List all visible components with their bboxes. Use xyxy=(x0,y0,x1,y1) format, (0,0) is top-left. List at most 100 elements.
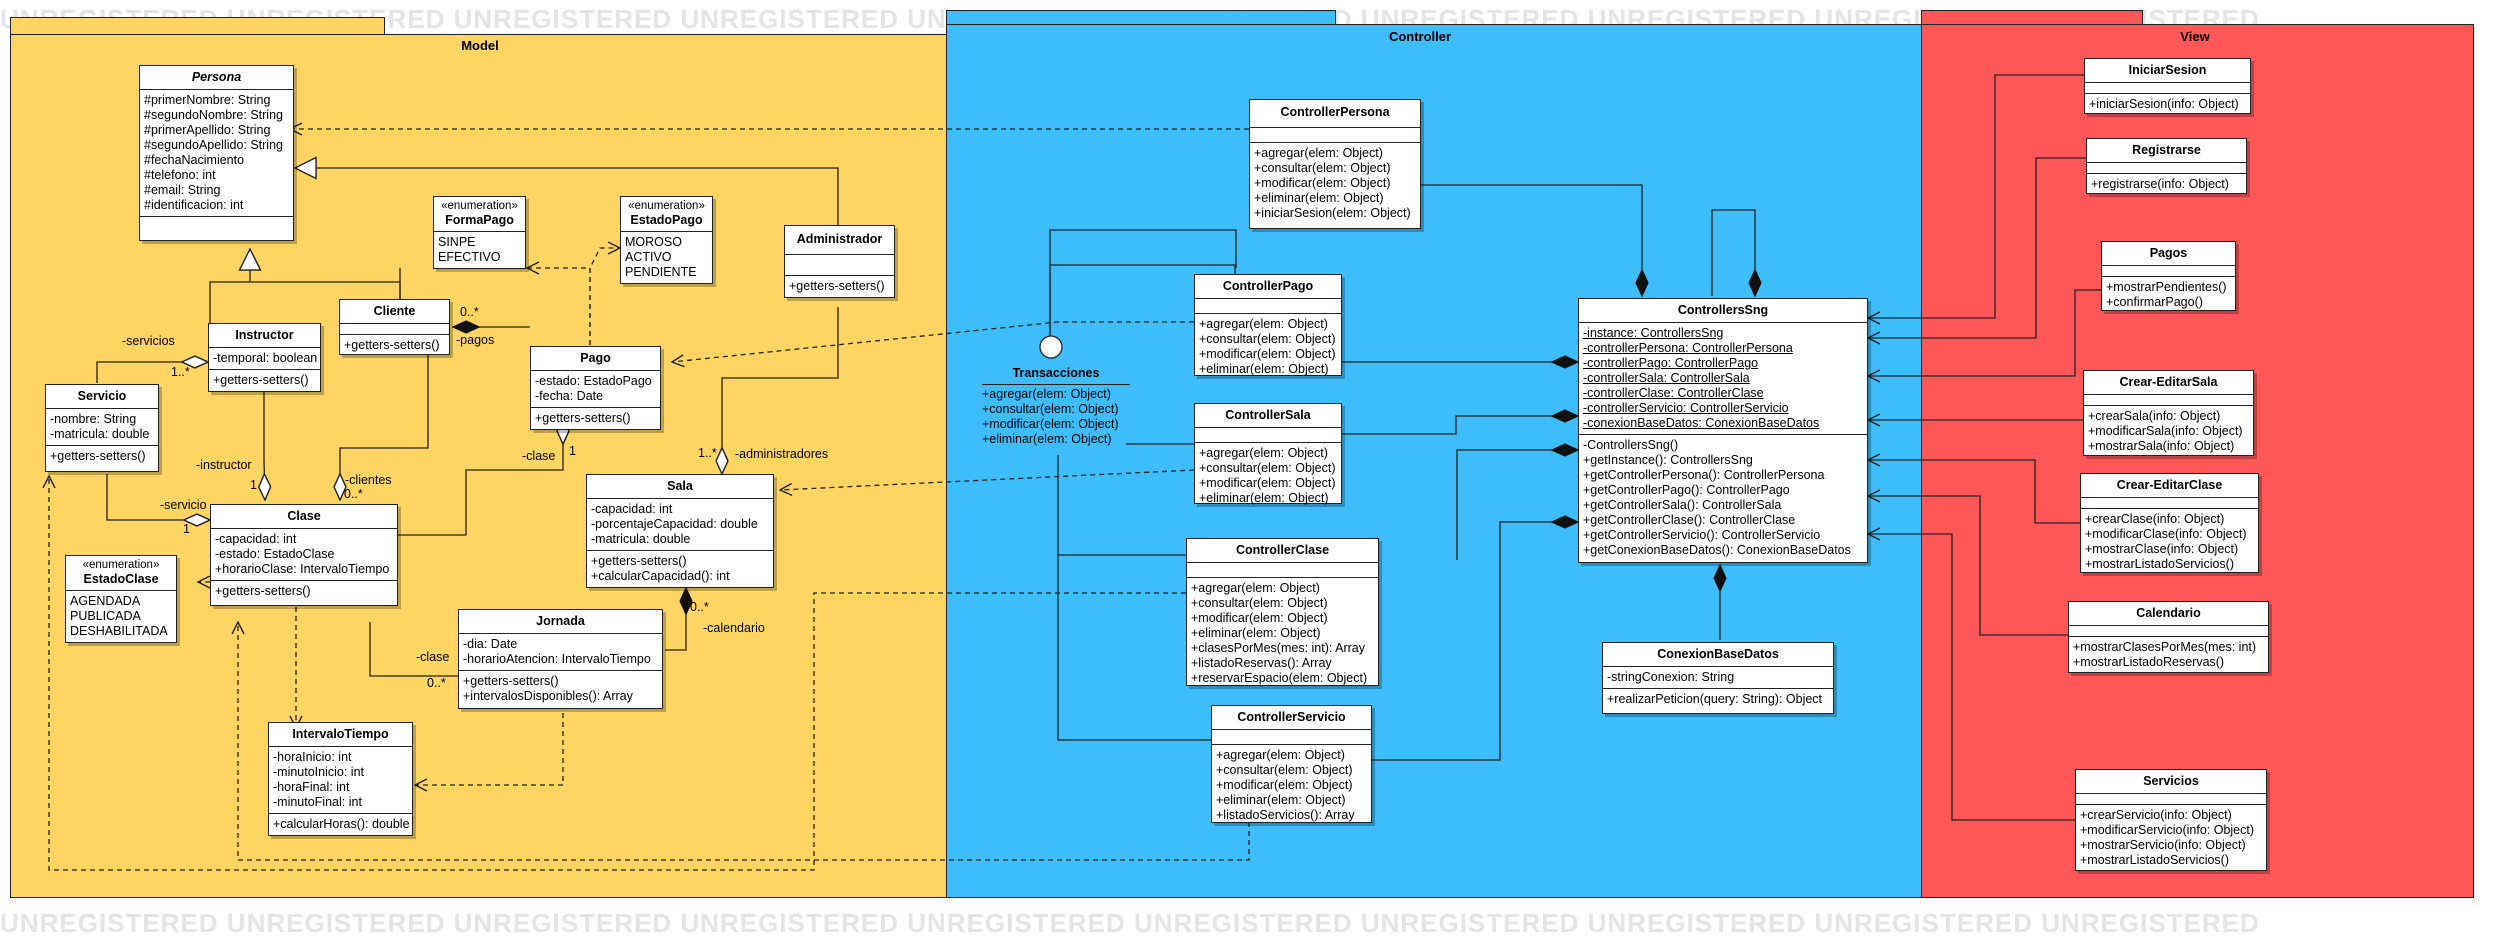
controllersala-sala-dependency xyxy=(780,469,1195,490)
servicios-class-name: Servicios xyxy=(2076,770,2266,794)
operation: +mostrarPendientes() xyxy=(2106,280,2227,294)
controllerpago-class-name: ControllerPago xyxy=(1195,275,1341,299)
servicios-view-class: Servicios +crearServicio(info: Object) +… xyxy=(2075,769,2267,871)
operation: +getControllerServicio(): ControllerServ… xyxy=(1583,528,1821,542)
operation: +modificar(elem: Object) xyxy=(1216,778,1353,792)
operation: +iniciarSesion(info: Object) xyxy=(2089,97,2239,111)
controllerpago-pago-dependency xyxy=(672,321,1194,362)
assoc-label: -servicio xyxy=(160,498,207,512)
operation: +listadoReservas(): Array xyxy=(1191,656,1332,670)
attribute: -horarioAtencion: IntervaloTiempo xyxy=(463,652,651,666)
enum-value: AGENDADA xyxy=(70,594,141,608)
iniciarsesion-view-class: IniciarSesion +iniciarSesion(info: Objec… xyxy=(2084,58,2251,114)
attribute: -controllerSala: ControllerSala xyxy=(1583,371,1750,385)
enum-value: DESHABILITADA xyxy=(70,624,168,638)
administrador-sala-line xyxy=(722,307,839,474)
enum-value: EFECTIVO xyxy=(438,250,501,264)
operation: +consultar(elem: Object) xyxy=(1199,461,1336,475)
transacciones-interface-icon xyxy=(1039,335,1063,359)
administrador-inherits-persona-line xyxy=(295,168,839,237)
attribute: #primerNombre: String xyxy=(144,93,271,107)
controllerssng-class-name: ControllersSng xyxy=(1579,299,1867,323)
multiplicity-label: 0..* xyxy=(690,600,709,614)
attribute: #primerApellido: String xyxy=(144,123,271,137)
estadopago-name: EstadoPago xyxy=(630,213,703,227)
multiplicity-label: 1 xyxy=(250,478,257,492)
attribute: -instance: ControllersSng xyxy=(1583,326,1724,340)
attribute: -conexionBaseDatos: ConexionBaseDatos xyxy=(1583,416,1820,430)
assoc-label: -clase xyxy=(522,449,556,463)
formapago-enum: «enumeration»FormaPago SINPE EFECTIVO xyxy=(433,196,526,269)
attribute: -controllerClase: ControllerClase xyxy=(1583,386,1764,400)
clase-jornada-line xyxy=(369,622,458,677)
attribute: #email: String xyxy=(144,183,221,197)
attribute: -nombre: String xyxy=(50,412,137,426)
attribute: #fechaNacimiento xyxy=(144,153,245,167)
persona-operations xyxy=(140,217,293,231)
attribute: -stringConexion: String xyxy=(1607,670,1735,684)
multiplicity-label: 0..* xyxy=(344,487,363,501)
jornada-intervalo-dependency xyxy=(415,704,564,785)
transacciones-name: Transacciones xyxy=(982,366,1130,385)
attribute: -temporal: boolean xyxy=(213,351,318,365)
sala-class: Sala -capacidad: int -porcentajeCapacida… xyxy=(586,474,774,588)
operation: +consultar(elem: Object) xyxy=(1254,161,1391,175)
pago-class: Pago -estado: EstadoPago -fecha: Date +g… xyxy=(530,346,661,430)
enum-value: MOROSO xyxy=(625,235,682,249)
instructor-class-name: Instructor xyxy=(209,324,320,348)
operation: +modificar(elem: Object) xyxy=(1191,611,1328,625)
controllerclase-class: ControllerClase +agregar(elem: Object) +… xyxy=(1186,538,1379,686)
assoc-label: -clase xyxy=(416,650,450,664)
calendario-sng-line xyxy=(1868,496,2068,636)
enum-stereotype: «enumeration» xyxy=(628,200,705,212)
attribute: -porcentajeCapacidad: double xyxy=(591,517,758,531)
creareditarsala-class-name: Crear-EditarSala xyxy=(2084,371,2253,395)
operation: +crearSala(info: Object) xyxy=(2088,409,2221,423)
operation: +getters-setters() xyxy=(535,411,631,425)
sng-controllersala-line xyxy=(1342,416,1578,435)
assoc-label: -calendario xyxy=(703,621,765,635)
assoc-label: -instructor xyxy=(196,458,252,472)
operation: +agregar(elem: Object) xyxy=(982,387,1111,401)
assoc-label: -pagos xyxy=(456,333,495,347)
estadoclase-enum: «enumeration»EstadoClase AGENDADA PUBLIC… xyxy=(65,555,177,643)
operation: +modificar(elem: Object) xyxy=(1199,476,1336,490)
servicio-class-name: Servicio xyxy=(46,385,158,409)
attribute: -estado: EstadoClase xyxy=(215,547,335,561)
conexionbasedatos-class: ConexionBaseDatos -stringConexion: Strin… xyxy=(1602,642,1834,714)
pago-realizes-transacciones xyxy=(1049,264,1236,336)
cliente-clase-line xyxy=(340,348,429,500)
controllerservicio-clase-dependency xyxy=(238,622,1250,861)
sala-jornada-line xyxy=(665,588,686,651)
controller-package-title: Controller xyxy=(1388,29,1452,44)
operation: +listadoServicios(): Array xyxy=(1216,808,1355,822)
operation: +agregar(elem: Object) xyxy=(1199,446,1328,460)
attribute: -fecha: Date xyxy=(535,389,604,403)
operation: +getters-setters() xyxy=(213,373,309,387)
cliente-class: Cliente +getters-setters() xyxy=(339,299,450,355)
administrador-class: Administrador +getters-setters() xyxy=(784,225,895,298)
servicio-clase-line xyxy=(106,474,210,520)
operation: +mostrarServicio(info: Object) xyxy=(2080,838,2246,852)
operation: +getters-setters() xyxy=(344,338,440,352)
operation: +getControllerPersona(): ControllerPerso… xyxy=(1583,468,1825,482)
watermark-bottom: UNREGISTERED UNREGISTERED UNREGISTERED U… xyxy=(0,908,2260,938)
assoc-label: -clientes xyxy=(345,473,392,487)
assoc-label: -administradores xyxy=(735,447,829,461)
sng-controllerclase-line xyxy=(1456,450,1578,560)
controllerservicio-class: ControllerServicio +agregar(elem: Object… xyxy=(1211,705,1372,823)
controllerclase-class-name: ControllerClase xyxy=(1187,539,1378,563)
controllersala-class: ControllerSala +agregar(elem: Object) +c… xyxy=(1194,403,1342,505)
sala-class-name: Sala xyxy=(587,475,773,499)
controllerservicio-class-name: ControllerServicio xyxy=(1212,706,1371,730)
sng-self-line xyxy=(1711,209,1755,296)
operation: +agregar(elem: Object) xyxy=(1216,748,1345,762)
operation: +getters-setters() xyxy=(215,584,311,598)
operation: +getters-setters() xyxy=(463,674,559,688)
attribute: -controllerPersona: ControllerPersona xyxy=(1583,341,1793,355)
pagos-class-name: Pagos xyxy=(2102,242,2235,266)
formapago-name: FormaPago xyxy=(445,213,514,227)
pago-class-name: Pago xyxy=(531,347,660,371)
view-package-tab xyxy=(1921,10,2143,26)
operation: +mostrarListadoServicios() xyxy=(2080,853,2230,867)
